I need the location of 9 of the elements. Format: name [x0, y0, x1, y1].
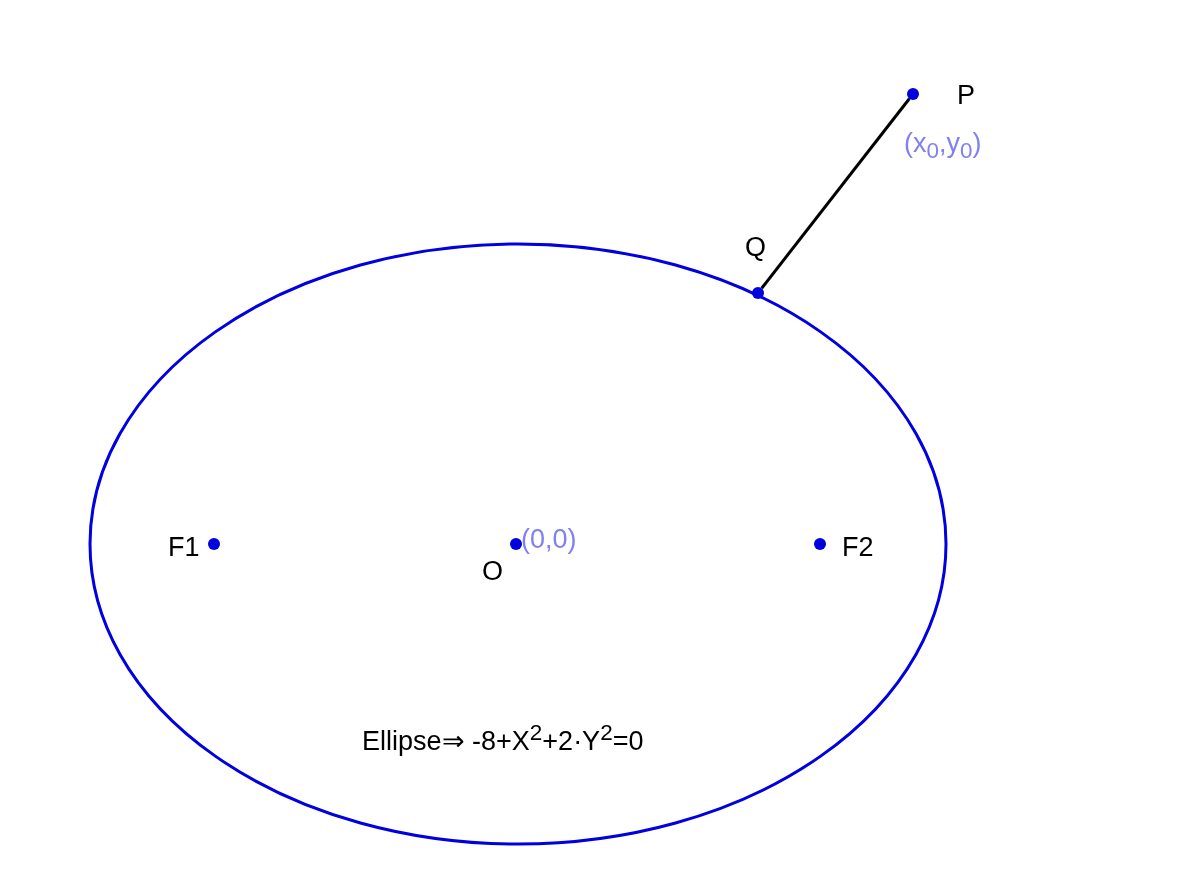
- point-label: P: [957, 82, 975, 109]
- point-label: F1: [168, 534, 200, 561]
- coordinate-label: (x$_{0}$,y$_{0}$): [904, 130, 982, 163]
- point-label: Q: [745, 234, 766, 261]
- point-label: O: [482, 558, 503, 585]
- point-label: F2: [842, 534, 874, 561]
- line-segment: [760, 97, 911, 290]
- coordinate-label: (0,0): [521, 526, 577, 553]
- equation-label: Ellipse⇒ -8+X$^{2}$+2·Y$^{2}$=0: [362, 722, 644, 755]
